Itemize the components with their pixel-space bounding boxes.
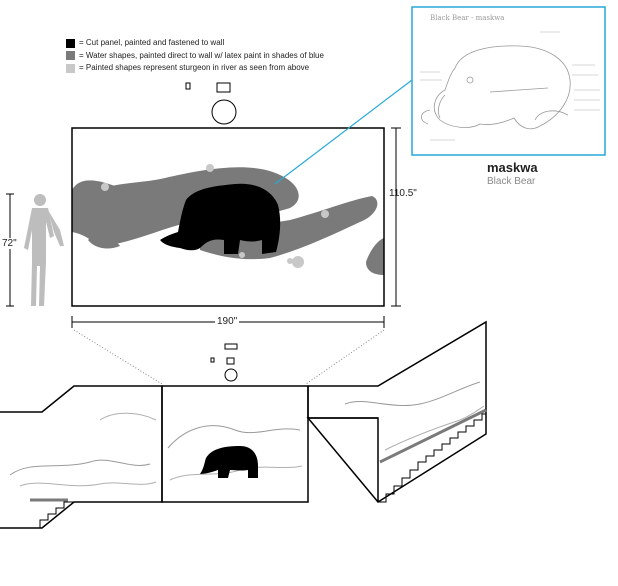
elevation-panel xyxy=(71,127,385,307)
sensor-icon xyxy=(185,82,191,90)
bear-silhouette xyxy=(160,183,281,254)
person-height-label: 72" xyxy=(2,238,17,249)
sturgeon-shape xyxy=(292,256,304,268)
legend-label: = Water shapes, painted direct to wall w… xyxy=(79,50,324,60)
legend-item-water: = Water shapes, painted direct to wall w… xyxy=(66,50,324,63)
bear-sketch xyxy=(421,45,571,130)
height-label: 110.5" xyxy=(389,188,417,199)
sturgeon-shape xyxy=(239,252,245,258)
sketch-notes xyxy=(420,31,600,141)
sketch-title: Black Bear - maskwa xyxy=(430,14,505,22)
speaker-icon xyxy=(226,357,235,365)
wall-perspective xyxy=(0,320,487,529)
sturgeon-shape xyxy=(101,183,109,191)
legend-item-cut-panel: = Cut panel, painted and fastened to wal… xyxy=(66,37,324,50)
water-shape xyxy=(88,236,120,249)
sketch-frame xyxy=(411,6,606,156)
caption-subtitle: Black Bear xyxy=(487,176,536,187)
caption-title: maskwa xyxy=(487,160,538,175)
legend-item-sturgeon: = Painted shapes represent sturgeon in r… xyxy=(66,62,324,75)
sturgeon-shape xyxy=(321,210,329,218)
legend-label: = Painted shapes represent sturgeon in r… xyxy=(79,63,310,72)
legend-swatch-gray xyxy=(66,51,75,61)
perspective-line xyxy=(305,329,385,385)
sensor-icon xyxy=(210,357,215,363)
light-icon xyxy=(224,368,238,382)
legend-label: = Cut panel, painted and fastened to wal… xyxy=(79,38,225,47)
bear-silhouette-small xyxy=(200,446,258,478)
water-shape xyxy=(366,238,384,275)
sturgeon-shape xyxy=(287,258,293,264)
legend: = Cut panel, painted and fastened to wal… xyxy=(66,37,324,75)
legend-swatch-black xyxy=(66,38,75,48)
water-shape xyxy=(200,196,378,260)
person-silhouette xyxy=(24,194,64,306)
sturgeon-shape xyxy=(206,164,214,172)
speaker-icon xyxy=(224,343,238,350)
panel-frame xyxy=(71,127,385,307)
width-label: 190" xyxy=(215,316,240,327)
legend-swatch-light xyxy=(66,63,75,73)
perspective-line xyxy=(73,329,163,385)
callout-line xyxy=(274,79,413,185)
speaker-icon xyxy=(216,82,231,93)
light-icon xyxy=(211,99,237,125)
